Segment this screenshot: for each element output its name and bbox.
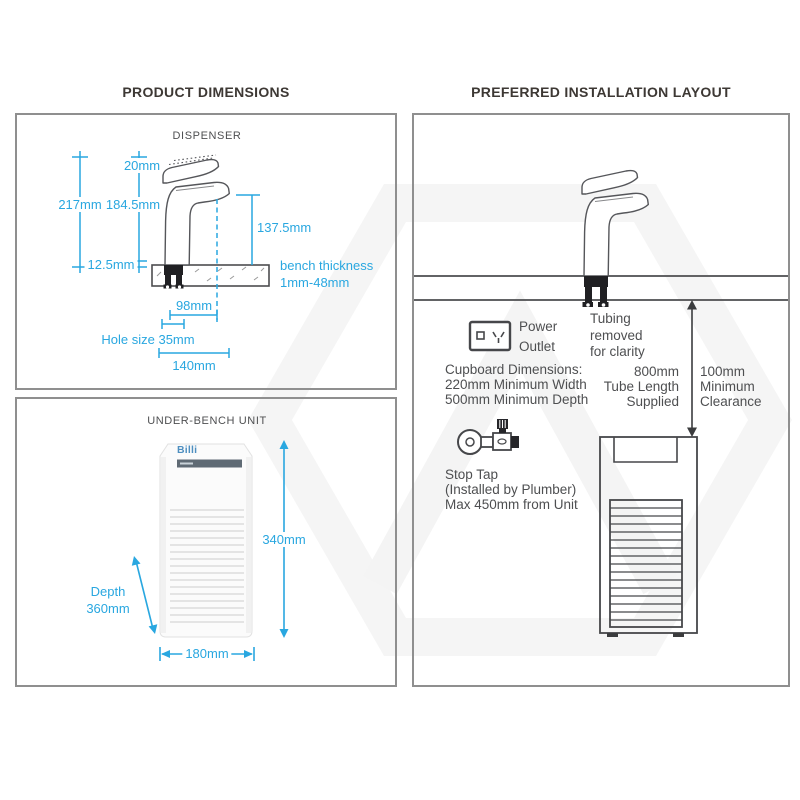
installation-panel: Power Outlet Tubing removed for clarity …: [412, 113, 790, 687]
dispenser-tap-drawing: [162, 154, 230, 266]
dim-184mm: 184.5mm: [102, 197, 164, 212]
dispenser-drawing: [72, 151, 270, 358]
dim-137mm: 137.5mm: [257, 220, 312, 235]
tube-length-label: 800mm Tube Length Supplied: [603, 364, 679, 409]
dim-20mm: 20mm: [120, 158, 164, 173]
underbench-heading: UNDER-BENCH UNIT: [147, 415, 267, 427]
dim-98mm: 98mm: [175, 298, 213, 313]
underbench-panel: UNDER-BENCH UNIT Billi 340mm Depth 360mm…: [15, 397, 397, 687]
installation-drawing: [414, 169, 788, 637]
bench-thickness-label: bench thickness 1mm-48mm: [280, 258, 374, 290]
tap-shank-drawing: [163, 265, 184, 289]
installation-tap-drawing: [581, 169, 649, 277]
dim-180mm: 180mm: [182, 646, 232, 661]
installation-unit-drawing: [599, 436, 698, 637]
cupboard-dimensions-label: Cupboard Dimensions: 220mm Minimum Width…: [445, 362, 589, 407]
clearance-label: 100mm Minimum Clearance: [700, 364, 762, 409]
hole-size-label: Hole size 35mm: [101, 332, 195, 347]
unit-body-drawing: [159, 443, 253, 638]
power-outlet-label: Power Outlet: [519, 319, 558, 354]
clearance-arrow: [687, 300, 697, 437]
dim-340mm: 340mm: [259, 532, 309, 547]
underbench-drawing: [131, 440, 289, 661]
tubing-label: Tubing removed for clarity: [590, 311, 645, 359]
depth-label: Depth 360mm: [86, 584, 130, 616]
dispenser-panel: DISPENSER 20mm 217mm 184.5mm 137.5mm 12.…: [15, 113, 397, 390]
stop-tap-icon: [457, 419, 519, 455]
dim-140mm: 140mm: [172, 358, 216, 373]
product-dimensions-title: PRODUCT DIMENSIONS: [122, 84, 290, 100]
power-outlet-icon: [468, 320, 512, 352]
installation-tap-shank: [582, 276, 609, 307]
dim-217mm: 217mm: [55, 197, 105, 212]
stop-tap-label: Stop Tap (Installed by Plumber) Max 450m…: [445, 467, 578, 512]
installation-layout-title: PREFERRED INSTALLATION LAYOUT: [471, 84, 731, 100]
billi-logo: Billi: [177, 444, 198, 456]
dispenser-heading: DISPENSER: [172, 130, 242, 142]
dim-12mm: 12.5mm: [84, 257, 138, 272]
